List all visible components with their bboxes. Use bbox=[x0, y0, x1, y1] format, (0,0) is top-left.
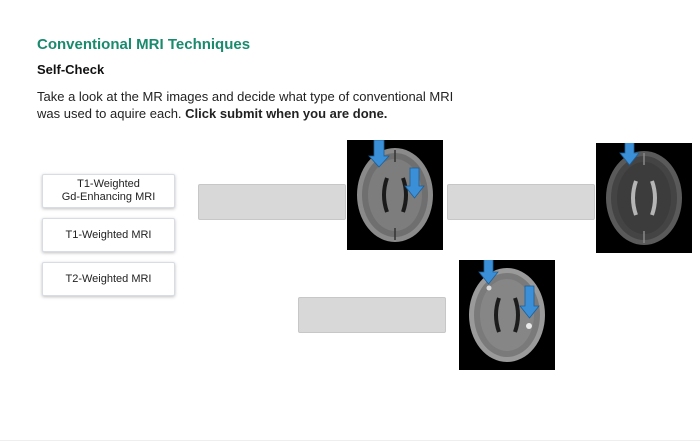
arrow-down-icon bbox=[619, 143, 640, 166]
brain-mri-image bbox=[357, 140, 433, 242]
arrow-down-icon bbox=[368, 140, 390, 168]
mri-image-1 bbox=[347, 140, 443, 250]
section-subtitle: Self-Check bbox=[37, 62, 105, 77]
instructions: Take a look at the MR images and decide … bbox=[37, 88, 457, 122]
drag-option-t1-gd[interactable]: T1-Weighted Gd-Enhancing MRI bbox=[42, 174, 175, 208]
page-title: Conventional MRI Techniques bbox=[37, 36, 251, 53]
option-label-line1: T1-Weighted bbox=[77, 178, 140, 190]
drop-zone-1[interactable] bbox=[198, 184, 346, 220]
mri-image-3 bbox=[459, 260, 555, 370]
option-label-line2: Gd-Enhancing MRI bbox=[61, 191, 156, 203]
arrow-down-icon bbox=[478, 260, 499, 285]
bottom-divider bbox=[0, 440, 700, 441]
option-label: T2-Weighted MRI bbox=[65, 272, 152, 285]
instructions-bold: Click submit when you are done. bbox=[185, 106, 388, 121]
drag-option-t2[interactable]: T2-Weighted MRI bbox=[42, 262, 175, 296]
arrow-down-icon bbox=[404, 167, 425, 199]
option-label: T1-Weighted MRI bbox=[65, 228, 152, 241]
drop-zone-3[interactable] bbox=[298, 297, 446, 333]
brain-mri-image bbox=[606, 143, 682, 245]
brain-mri-image bbox=[469, 260, 545, 362]
mri-image-2 bbox=[596, 143, 692, 253]
arrow-down-icon bbox=[519, 285, 540, 319]
drag-option-t1[interactable]: T1-Weighted MRI bbox=[42, 218, 175, 252]
drop-zone-2[interactable] bbox=[447, 184, 595, 220]
instructions-text: Take a look at the MR images and decide … bbox=[37, 89, 454, 121]
